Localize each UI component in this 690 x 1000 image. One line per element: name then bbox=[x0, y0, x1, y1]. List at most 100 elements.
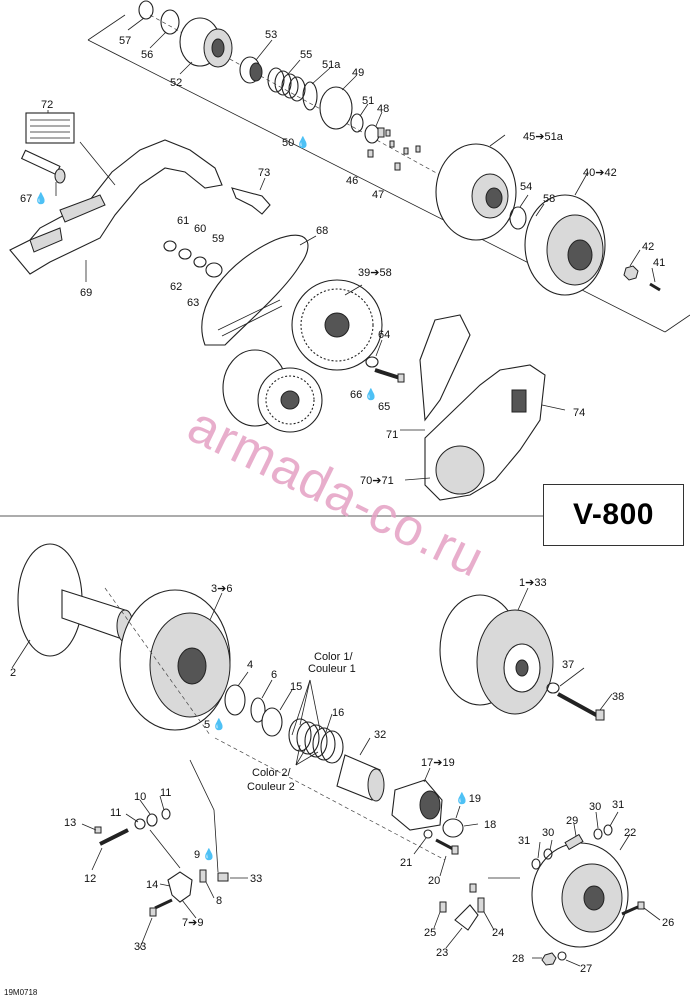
washers-59-62 bbox=[163, 240, 223, 278]
hub-52 bbox=[179, 17, 233, 68]
label-42: 42 bbox=[642, 241, 654, 253]
label-66: 66💧 bbox=[350, 388, 378, 401]
fixed-sheave-45-51a bbox=[435, 143, 517, 241]
screw-33a bbox=[217, 872, 229, 882]
drive-pulley-1-33 bbox=[439, 594, 554, 715]
label-67: 67💧 bbox=[20, 192, 48, 205]
washer-27 bbox=[557, 951, 567, 961]
axis-line-top bbox=[149, 14, 441, 176]
roller-29 bbox=[564, 833, 584, 851]
label-45-51a: 45➔51a bbox=[523, 131, 564, 143]
bolt-20 bbox=[435, 838, 459, 855]
label-51a: 51a bbox=[322, 59, 341, 71]
label-32: 32 bbox=[374, 729, 386, 741]
part-labels: 57 56 52 53 55 51a 49 51 48 50💧 72 67💧 4… bbox=[10, 29, 674, 975]
bracket-73 bbox=[231, 187, 271, 215]
label-2: 2 bbox=[10, 667, 16, 679]
ring-6 bbox=[250, 697, 266, 723]
boundary-line-top bbox=[87, 14, 126, 41]
label-couleur-2: Couleur 2 bbox=[247, 781, 295, 793]
label-31a: 31 bbox=[518, 835, 530, 847]
label-18: 18 bbox=[484, 819, 496, 831]
label-49: 49 bbox=[352, 67, 364, 79]
label-38: 38 bbox=[612, 691, 624, 703]
washer-11b bbox=[161, 808, 171, 820]
pin-12 bbox=[99, 828, 129, 846]
label-27: 27 bbox=[580, 963, 592, 975]
label-47: 47 bbox=[372, 189, 384, 201]
label-16: 16 bbox=[332, 707, 344, 719]
screw-33b bbox=[149, 907, 157, 917]
label-48: 48 bbox=[377, 103, 389, 115]
label-couleur-1: Couleur 1 bbox=[308, 663, 356, 675]
roller-10 bbox=[146, 813, 158, 827]
label-6: 6 bbox=[271, 669, 277, 681]
label-8: 8 bbox=[216, 895, 222, 907]
washer-31a bbox=[531, 858, 541, 870]
label-14: 14 bbox=[146, 879, 158, 891]
bolt-38 bbox=[557, 692, 605, 721]
label-63: 63 bbox=[187, 297, 199, 309]
screw-25 bbox=[439, 901, 447, 913]
boundary-line-end bbox=[664, 314, 690, 333]
drawing-code: 19M0718 bbox=[4, 988, 38, 997]
lever-7-9 bbox=[167, 869, 207, 903]
pin-24 bbox=[477, 897, 485, 913]
label-33a: 33 bbox=[250, 873, 262, 885]
washer-64 bbox=[365, 356, 379, 368]
spring-55 bbox=[267, 67, 306, 102]
label-15: 15 bbox=[290, 681, 302, 693]
label-53: 53 bbox=[265, 29, 277, 41]
driven-pulley-39-58 bbox=[291, 279, 383, 371]
label-12: 12 bbox=[84, 873, 96, 885]
weight-23 bbox=[454, 904, 479, 931]
bolt-26 bbox=[621, 901, 645, 916]
washer-30a bbox=[543, 848, 553, 860]
label-5: 5💧 bbox=[204, 718, 226, 731]
label-25: 25 bbox=[424, 927, 436, 939]
label-4: 4 bbox=[247, 659, 253, 671]
label-11a: 11 bbox=[110, 807, 121, 819]
label-3-6: 3➔6 bbox=[211, 583, 232, 595]
label-23: 23 bbox=[436, 947, 448, 959]
ring-51 bbox=[350, 113, 364, 133]
cover-49 bbox=[319, 86, 353, 130]
label-41: 41 bbox=[653, 257, 665, 269]
label-68: 68 bbox=[316, 225, 328, 237]
label-10: 10 bbox=[134, 791, 146, 803]
pin-14 bbox=[154, 898, 173, 910]
bushing-18 bbox=[442, 818, 464, 838]
screw-23-top bbox=[469, 883, 477, 893]
nut-42 bbox=[623, 265, 639, 281]
washer-54 bbox=[509, 206, 527, 230]
label-64: 64 bbox=[378, 329, 390, 341]
label-51: 51 bbox=[362, 95, 374, 107]
label-46: 46 bbox=[346, 175, 358, 187]
label-29: 29 bbox=[566, 815, 578, 827]
label-65: 65 bbox=[378, 401, 390, 413]
nut-28 bbox=[541, 952, 557, 966]
label-58: 58 bbox=[543, 193, 555, 205]
bushing-15 bbox=[261, 707, 283, 737]
label-30a: 30 bbox=[542, 827, 554, 839]
ring-51a bbox=[302, 81, 318, 111]
label-56: 56 bbox=[141, 49, 153, 61]
label-19: 💧19 bbox=[455, 792, 481, 805]
movable-sheave-3-6 bbox=[119, 589, 231, 731]
label-70-71: 70➔71 bbox=[360, 475, 394, 487]
label-52: 52 bbox=[170, 77, 182, 89]
washer-30b bbox=[593, 828, 603, 840]
label-50: 50💧 bbox=[282, 136, 310, 149]
drive-pulley-small bbox=[222, 349, 323, 433]
spider-17-19 bbox=[391, 779, 443, 831]
label-17-19: 17➔19 bbox=[421, 757, 455, 769]
label-22: 22 bbox=[624, 827, 636, 839]
model-title-box: V-800 bbox=[543, 484, 684, 546]
movable-sheave-40-42 bbox=[524, 194, 606, 296]
ring-4 bbox=[224, 684, 246, 716]
screws-46-47 bbox=[367, 129, 421, 171]
leader-lines-top bbox=[47, 17, 656, 481]
label-57: 57 bbox=[119, 35, 131, 47]
label-40-42: 40➔42 bbox=[583, 167, 617, 179]
